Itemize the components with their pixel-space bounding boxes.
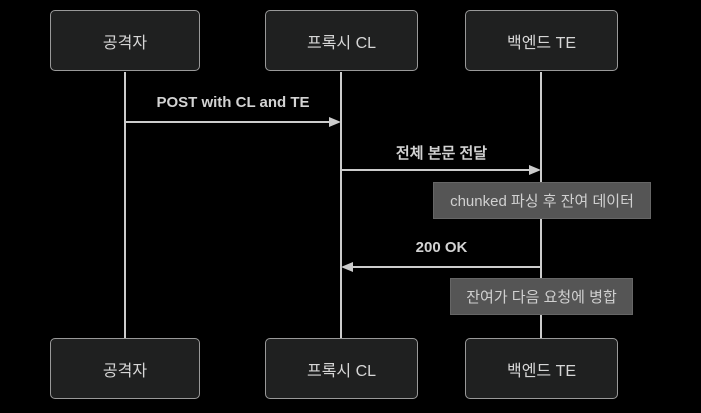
arrowhead-left-icon [341, 262, 353, 272]
actor-label-backend-top: 백엔드 TE [506, 34, 577, 52]
note-merge: 잔여가 다음 요청에 병합 [450, 278, 633, 315]
message-ok-line [352, 266, 541, 268]
message-post-label: POST with CL and TE [156, 94, 310, 111]
actor-box-backend-bottom: 백엔드 TE [465, 338, 618, 399]
actor-label-proxy-top: 프록시 CL [306, 34, 377, 52]
note-chunked: chunked 파싱 후 잔여 데이터 [433, 182, 651, 219]
lifeline-proxy [340, 72, 342, 339]
message-forward-line [341, 169, 530, 171]
note-merge-label: 잔여가 다음 요청에 병합 [466, 289, 617, 306]
lifeline-attacker [124, 72, 126, 339]
note-chunked-label: chunked 파싱 후 잔여 데이터 [450, 193, 634, 210]
actor-box-attacker-bottom: 공격자 [50, 338, 200, 399]
actor-box-proxy-top: 프록시 CL [265, 10, 418, 71]
message-forward-label: 전체 본문 전달 [395, 145, 488, 162]
arrowhead-right-icon [529, 165, 541, 175]
actor-box-proxy-bottom: 프록시 CL [265, 338, 418, 399]
message-post-line [125, 121, 330, 123]
actor-label-backend-bottom: 백엔드 TE [506, 362, 577, 380]
actor-box-attacker-top: 공격자 [50, 10, 200, 71]
message-ok-label: 200 OK [415, 239, 468, 256]
actor-label-attacker-bottom: 공격자 [102, 362, 148, 380]
actor-label-attacker-top: 공격자 [102, 34, 148, 52]
actor-label-proxy-bottom: 프록시 CL [306, 362, 377, 380]
actor-box-backend-top: 백엔드 TE [465, 10, 618, 71]
arrowhead-right-icon [329, 117, 341, 127]
